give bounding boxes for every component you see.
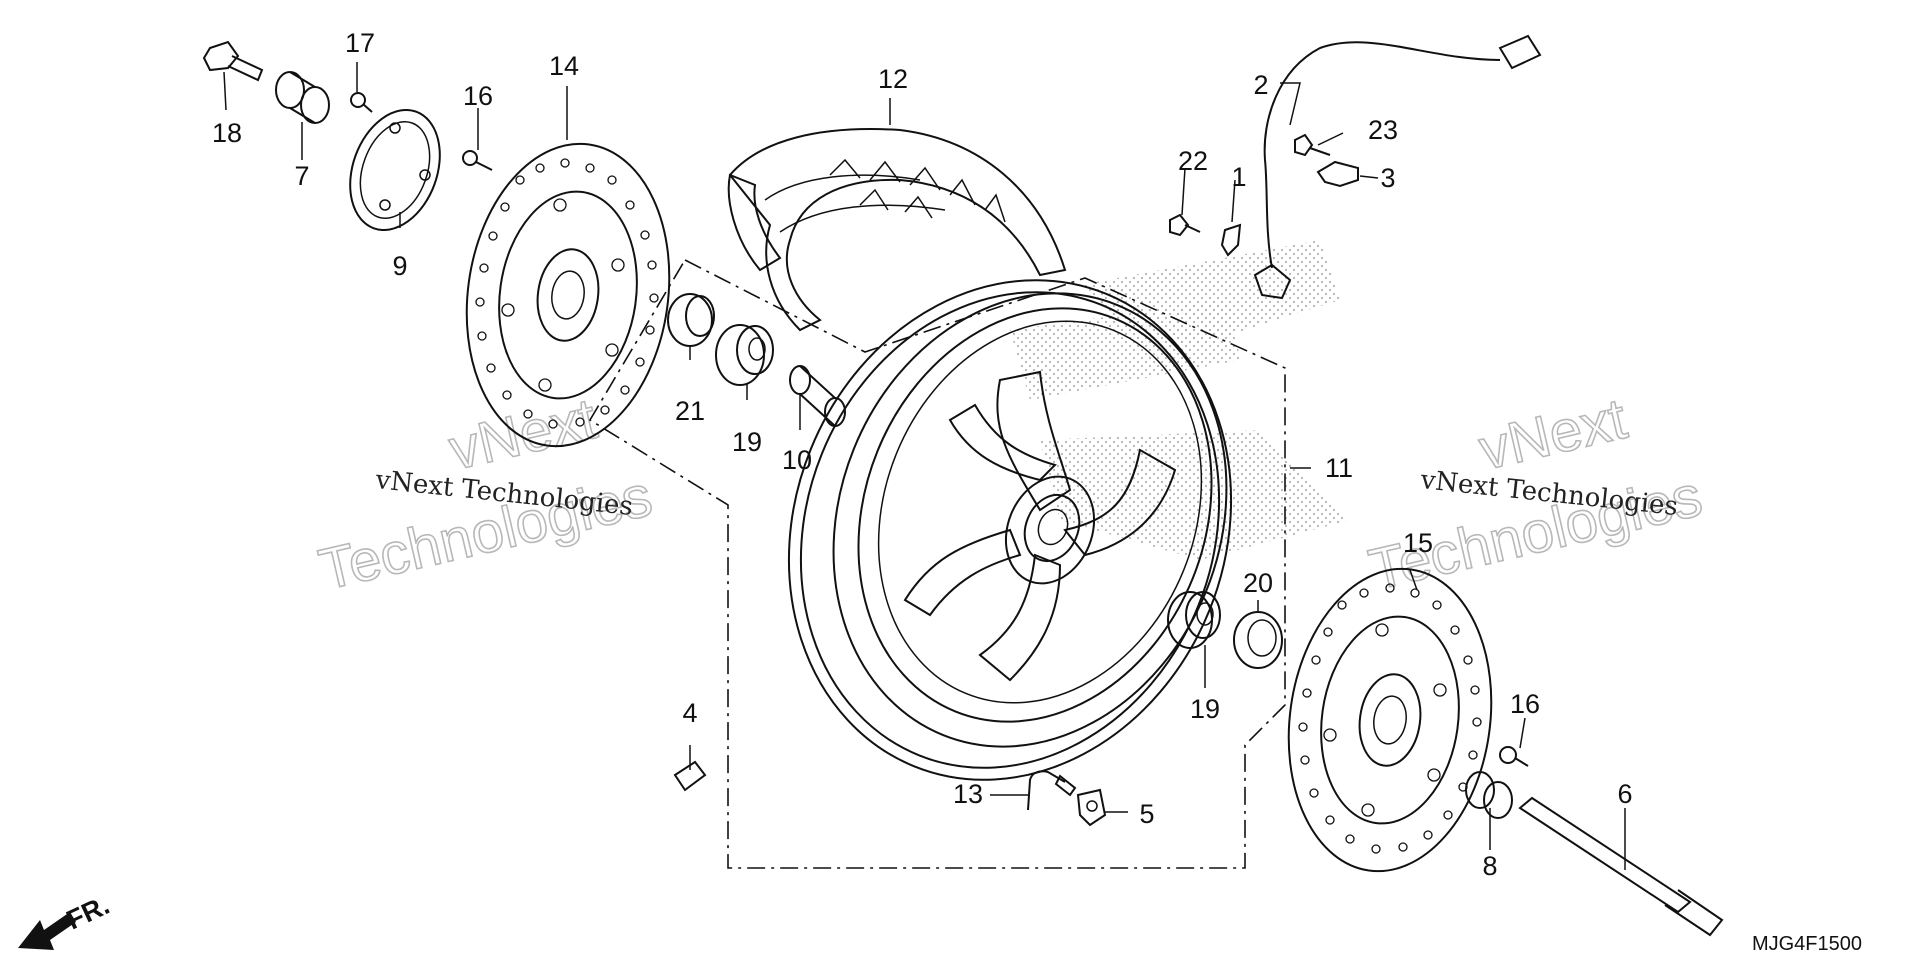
watermark-brand: vNext: [443, 386, 602, 483]
direction-label: FR.: [62, 890, 114, 936]
callout-23: 23: [1368, 115, 1398, 145]
brake-disc-right: [1287, 567, 1493, 873]
pulser-ring: [349, 108, 441, 232]
leader-lines: [223, 62, 1626, 870]
tread-marks: [829, 158, 1006, 223]
brake-disc-left: [465, 142, 671, 448]
watermark-left: vNext Technologies vNext Technologies: [313, 385, 659, 603]
part-callouts: 1 2 3 4 5 6 7 8 9 10 11 12 13 14 15 16 1…: [212, 28, 1633, 881]
callout-11: 11: [1325, 453, 1353, 483]
callout-15: 15: [1403, 528, 1433, 558]
drawing-code: MJG4F1500: [1752, 933, 1862, 955]
callout-6: 6: [1617, 779, 1632, 809]
callout-9: 9: [392, 251, 407, 281]
small-parts: [202, 34, 1724, 937]
tire: [727, 128, 1067, 332]
callout-17: 17: [345, 28, 375, 58]
callout-16-bottom: 16: [1510, 689, 1540, 719]
background-stipple-logo: [1010, 240, 1350, 560]
callout-19-top: 19: [732, 427, 762, 457]
callout-8: 8: [1482, 851, 1497, 881]
callout-16-top: 16: [463, 81, 493, 111]
callout-22: 22: [1178, 146, 1208, 176]
callout-2: 2: [1253, 70, 1268, 100]
callout-13: 13: [953, 779, 983, 809]
callout-21: 21: [675, 396, 705, 426]
callout-1: 1: [1231, 162, 1246, 192]
callout-12: 12: [878, 64, 908, 94]
callout-7: 7: [294, 161, 309, 191]
callout-4: 4: [682, 698, 697, 728]
callout-10: 10: [782, 445, 812, 475]
callout-18: 18: [212, 118, 242, 148]
front-wheel: [787, 279, 1233, 781]
callout-5: 5: [1139, 799, 1154, 829]
callout-14: 14: [549, 51, 579, 81]
front-direction-arrow: FR.: [18, 890, 114, 950]
callout-19-bottom: 19: [1190, 694, 1220, 724]
assembly-outline: [588, 258, 1286, 869]
callout-20: 20: [1243, 568, 1273, 598]
watermark-brand: vNext: [1473, 386, 1632, 483]
callout-3: 3: [1380, 163, 1395, 193]
